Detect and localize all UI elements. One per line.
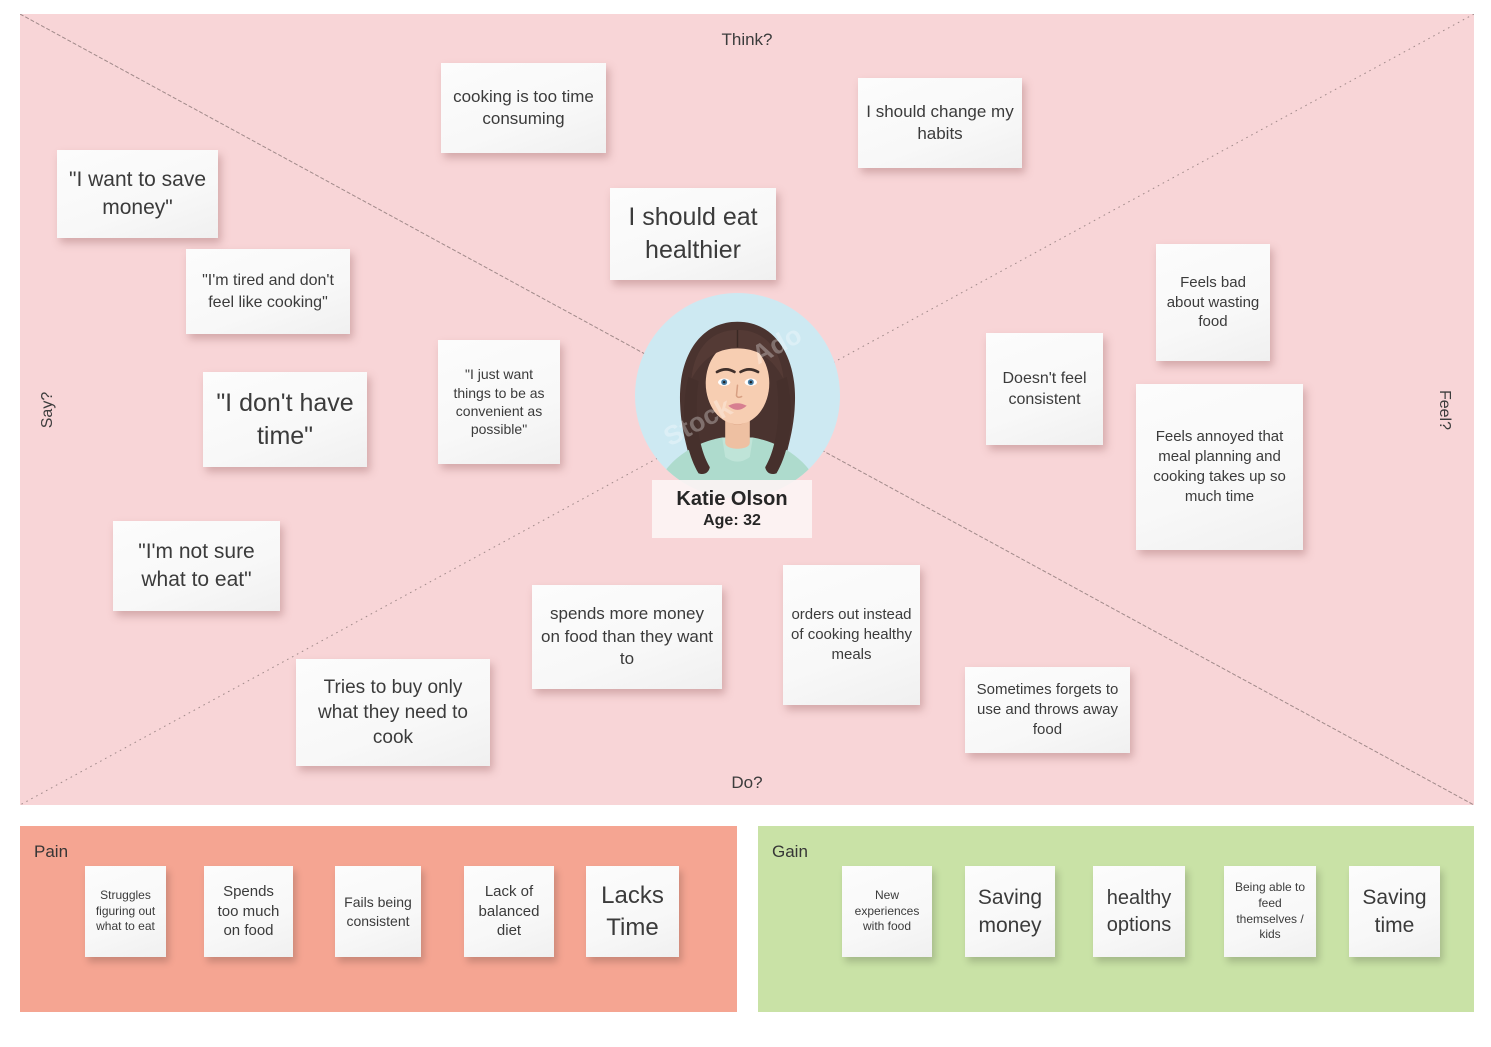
- persona-avatar-image: Stock Ado: [635, 293, 840, 498]
- sticky-note-say-2[interactable]: "I'm tired and don't feel like cooking": [186, 249, 350, 334]
- persona-avatar[interactable]: Stock Ado: [635, 293, 840, 498]
- axis-label-do: Do?: [731, 773, 763, 792]
- sticky-note-say-3[interactable]: "I don't have time": [203, 372, 367, 467]
- sticky-note-say-5[interactable]: "I'm not sure what to eat": [113, 521, 280, 611]
- gain-section: Gain New experiences with food Saving mo…: [758, 826, 1474, 1012]
- sticky-note-gain-1[interactable]: New experiences with food: [842, 866, 932, 957]
- sticky-note-gain-4[interactable]: Being able to feed themselves / kids: [1224, 866, 1316, 957]
- sticky-note-feel-2[interactable]: Doesn't feel consistent: [986, 333, 1103, 445]
- sticky-note-do-1[interactable]: spends more money on food than they want…: [532, 585, 722, 689]
- sticky-note-do-3[interactable]: Sometimes forgets to use and throws away…: [965, 667, 1130, 753]
- sticky-note-think-1[interactable]: cooking is too time consuming: [441, 63, 606, 153]
- sticky-note-feel-1[interactable]: Feels bad about wasting food: [1156, 244, 1270, 361]
- sticky-note-pain-3[interactable]: Fails being consistent: [335, 866, 421, 957]
- sticky-note-think-2[interactable]: I should change my habits: [858, 78, 1022, 168]
- pain-section: Pain Struggles figuring out what to eat …: [20, 826, 737, 1012]
- sticky-note-pain-4[interactable]: Lack of balanced diet: [464, 866, 554, 957]
- sticky-note-pain-5[interactable]: Lacks Time: [586, 866, 679, 957]
- sticky-note-pain-1[interactable]: Struggles figuring out what to eat: [85, 866, 166, 957]
- gain-section-label: Gain: [772, 842, 808, 861]
- persona-nameplate[interactable]: Katie Olson Age: 32: [652, 480, 812, 538]
- axis-label-think: Think?: [721, 30, 773, 49]
- sticky-note-gain-3[interactable]: healthy options: [1093, 866, 1185, 957]
- sticky-note-gain-5[interactable]: Saving time: [1349, 866, 1440, 957]
- sticky-note-say-4[interactable]: "I just want things to be as convenient …: [438, 340, 560, 464]
- quadrant-divider-lines: [20, 14, 1474, 805]
- sticky-note-feel-3[interactable]: Feels annoyed that meal planning and coo…: [1136, 384, 1303, 550]
- sticky-note-do-4[interactable]: Tries to buy only what they need to cook: [296, 659, 490, 766]
- sticky-note-do-2[interactable]: orders out instead of cooking healthy me…: [783, 565, 920, 705]
- sticky-note-say-1[interactable]: "I want to save money": [57, 150, 218, 238]
- pain-section-label: Pain: [34, 842, 69, 861]
- sticky-note-gain-2[interactable]: Saving money: [965, 866, 1055, 957]
- sticky-note-think-3[interactable]: I should eat healthier: [610, 188, 776, 280]
- sticky-note-pain-2[interactable]: Spends too much on food: [204, 866, 293, 957]
- empathy-map-board: Think? Say? Feel? Do? cooking is too tim…: [20, 14, 1474, 805]
- axis-label-say: Say?: [39, 391, 57, 428]
- persona-age: Age: 32: [703, 512, 761, 529]
- axis-label-feel: Feel?: [1435, 389, 1453, 430]
- persona-name: Katie Olson: [676, 488, 788, 510]
